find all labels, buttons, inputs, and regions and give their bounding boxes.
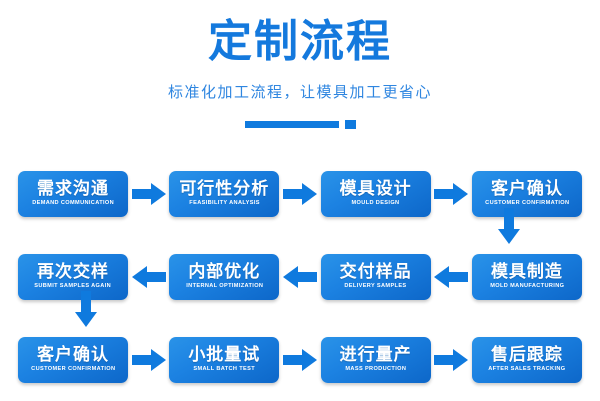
arrow-left-icon <box>131 265 166 288</box>
page-subtitle: 标准化加工流程，让模具加工更省心 <box>167 83 432 101</box>
page-title: 定制流程 <box>208 16 392 67</box>
flow-node-small-batch-test[interactable]: 小批量试 SMALL BATCH TEST <box>169 336 280 383</box>
flow-node-label-en: MOULD DESIGN <box>351 199 400 206</box>
flow-node-label-cn: 客户确认 <box>37 344 109 365</box>
arrow-right-icon <box>131 348 166 371</box>
flow-node-label-en: CUSTOMER CONFIRMATION <box>484 199 570 206</box>
divider <box>244 120 356 129</box>
flow-node-label-cn: 售后跟踪 <box>490 344 563 365</box>
flow-node-label-cn: 再次交样 <box>37 261 109 282</box>
flow-node-label-cn: 小批量试 <box>188 344 261 365</box>
flow-node-submit-samples-again[interactable]: 再次交样 SUBMIT SAMPLES AGAIN <box>18 253 128 300</box>
arrow-right-icon <box>131 182 166 205</box>
flow-node-delivery-samples[interactable]: 交付样品 DELIVERY SAMPLES <box>320 253 431 300</box>
flow-node-label-en: AFTER SALES TRACKING <box>488 365 566 372</box>
flow-node-label-cn: 可行性分析 <box>179 178 270 199</box>
flow-node-label-cn: 交付样品 <box>339 261 412 282</box>
flow-node-label-cn: 客户确认 <box>490 178 563 199</box>
flow-node-label-en: INTERNAL OPTIMIZATION <box>185 282 263 289</box>
flow-node-label-en: DEMAND COMMUNICATION <box>32 199 114 206</box>
flow-node-label-en: DELIVERY SAMPLES <box>344 282 407 289</box>
flow-node-after-sales-tracking[interactable]: 售后跟踪 AFTER SALES TRACKING <box>471 336 582 383</box>
flow-node-label-en: MASS PRODUCTION <box>345 365 407 372</box>
flow-node-feasibility-analysis[interactable]: 可行性分析 FEASIBILITY ANALYSIS <box>169 170 280 217</box>
flow-node-mold-manufacturing[interactable]: 模具制造 MOLD MANUFACTURING <box>471 253 582 300</box>
arrow-left-icon <box>282 265 317 288</box>
flow-node-customer-confirmation-2[interactable]: 客户确认 CUSTOMER CONFIRMATION <box>18 336 128 383</box>
flow-node-label-en: FEASIBILITY ANALYSIS <box>189 199 260 206</box>
flow-diagram: 需求沟通 DEMAND COMMUNICATION 可行性分析 FEASIBIL… <box>0 152 600 401</box>
flow-node-label-cn: 模具设计 <box>339 178 412 199</box>
flow-node-label-en: CUSTOMER CONFIRMATION <box>30 365 116 372</box>
flow-node-label-cn: 需求沟通 <box>37 178 109 199</box>
flow-node-label-en: SUBMIT SAMPLES AGAIN <box>34 282 112 289</box>
flow-row-1: 需求沟通 DEMAND COMMUNICATION 可行性分析 FEASIBIL… <box>18 152 582 244</box>
divider-square-icon <box>344 120 356 129</box>
flow-node-label-en: MOLD MANUFACTURING <box>489 282 564 289</box>
flow-node-mass-production[interactable]: 进行量产 MASS PRODUCTION <box>320 336 431 383</box>
arrow-left-icon <box>434 265 469 288</box>
arrow-right-icon <box>282 348 317 371</box>
arrow-down-icon <box>75 291 97 327</box>
flow-row-3: 客户确认 CUSTOMER CONFIRMATION 小批量试 SMALL BA… <box>18 318 582 401</box>
divider-bar <box>244 121 339 128</box>
arrow-right-icon <box>434 182 469 205</box>
header: 定制流程 标准化加工流程，让模具加工更省心 <box>0 0 600 152</box>
flow-node-label-cn: 模具制造 <box>490 261 563 282</box>
arrow-down-icon <box>498 208 520 244</box>
flow-node-customer-confirmation-1[interactable]: 客户确认 CUSTOMER CONFIRMATION <box>471 170 582 217</box>
flow-node-internal-optimization[interactable]: 内部优化 INTERNAL OPTIMIZATION <box>169 253 280 300</box>
arrow-right-icon <box>434 348 469 371</box>
flow-node-label-cn: 进行量产 <box>339 344 412 365</box>
flow-node-demand-communication[interactable]: 需求沟通 DEMAND COMMUNICATION <box>18 170 128 217</box>
flow-node-label-en: SMALL BATCH TEST <box>193 365 256 372</box>
flow-node-mould-design[interactable]: 模具设计 MOULD DESIGN <box>320 170 431 217</box>
flow-row-2: 再次交样 SUBMIT SAMPLES AGAIN 内部优化 INTERNAL … <box>18 235 582 327</box>
arrow-right-icon <box>282 182 317 205</box>
flow-node-label-cn: 内部优化 <box>188 261 261 282</box>
